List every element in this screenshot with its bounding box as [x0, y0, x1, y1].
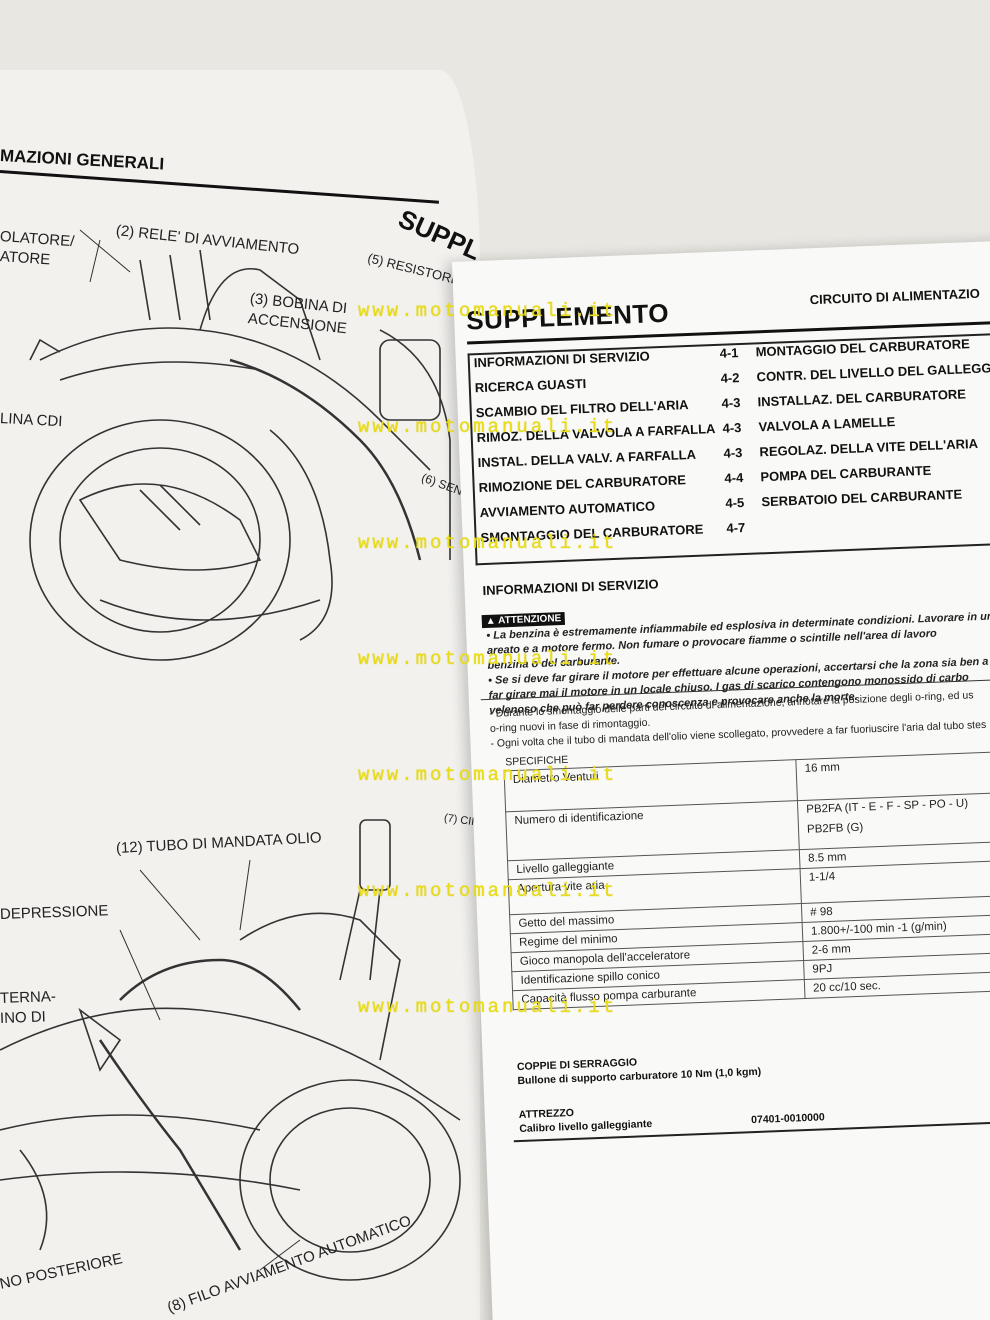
- toc-page-left: 4-7: [726, 519, 746, 536]
- watermark: www.motomanuali.it: [358, 416, 618, 438]
- spec-value: 16 mm: [795, 750, 990, 801]
- toc-page-left: 4-2: [720, 370, 740, 386]
- scooter-line-drawing: [0, 229, 461, 1281]
- toc-page-left: 4-1: [719, 345, 739, 361]
- watermark: www.motomanuali.it: [358, 648, 618, 670]
- label-ino-di: INO DI: [0, 1008, 47, 1027]
- spec-value-2: PB2FB (G): [806, 821, 864, 836]
- watermark: www.motomanuali.it: [358, 300, 618, 322]
- toc-page-left: 4-3: [723, 445, 743, 461]
- chapter-header: CIRCUITO DI ALIMENTAZIO: [809, 285, 981, 308]
- torque-section: COPPIE DI SERRAGGIO Bullone di supporto …: [517, 1051, 762, 1088]
- attention-label: ATTENZIONE: [497, 613, 562, 627]
- section-title: INFORMAZIONI DI SERVIZIO: [482, 576, 659, 599]
- watermark: www.motomanuali.it: [358, 532, 618, 554]
- toc-page-left: 4-3: [721, 395, 741, 411]
- toc-entry-left: RICERCA GUASTI: [474, 375, 587, 396]
- watermark: www.motomanuali.it: [358, 880, 618, 902]
- left-page: [0, 70, 480, 1320]
- spec-value: PB2FA (IT - E - F - SP - PO - U): [806, 797, 969, 816]
- toc-page-left: 4-3: [722, 420, 742, 436]
- label-terna: TERNA-: [0, 988, 57, 1007]
- warning-icon: ▲: [485, 615, 496, 627]
- toc-page-left: 4-5: [725, 494, 745, 511]
- tool-code: 07401-0010000: [750, 1111, 825, 1127]
- label-regolatore-2: ATORE: [0, 248, 51, 269]
- toc-entry-right: MONTAGGIO DEL CARBURATORE: [755, 336, 971, 360]
- toc-page-left: 4-4: [724, 469, 744, 486]
- watermark: www.motomanuali.it: [358, 764, 618, 786]
- spec-value-cell: PB2FA (IT - E - F - SP - PO - U) PB2FB (G…: [797, 791, 990, 850]
- label-centralina-cdi: LINA CDI: [0, 410, 63, 431]
- watermark: www.motomanuali.it: [358, 996, 618, 1018]
